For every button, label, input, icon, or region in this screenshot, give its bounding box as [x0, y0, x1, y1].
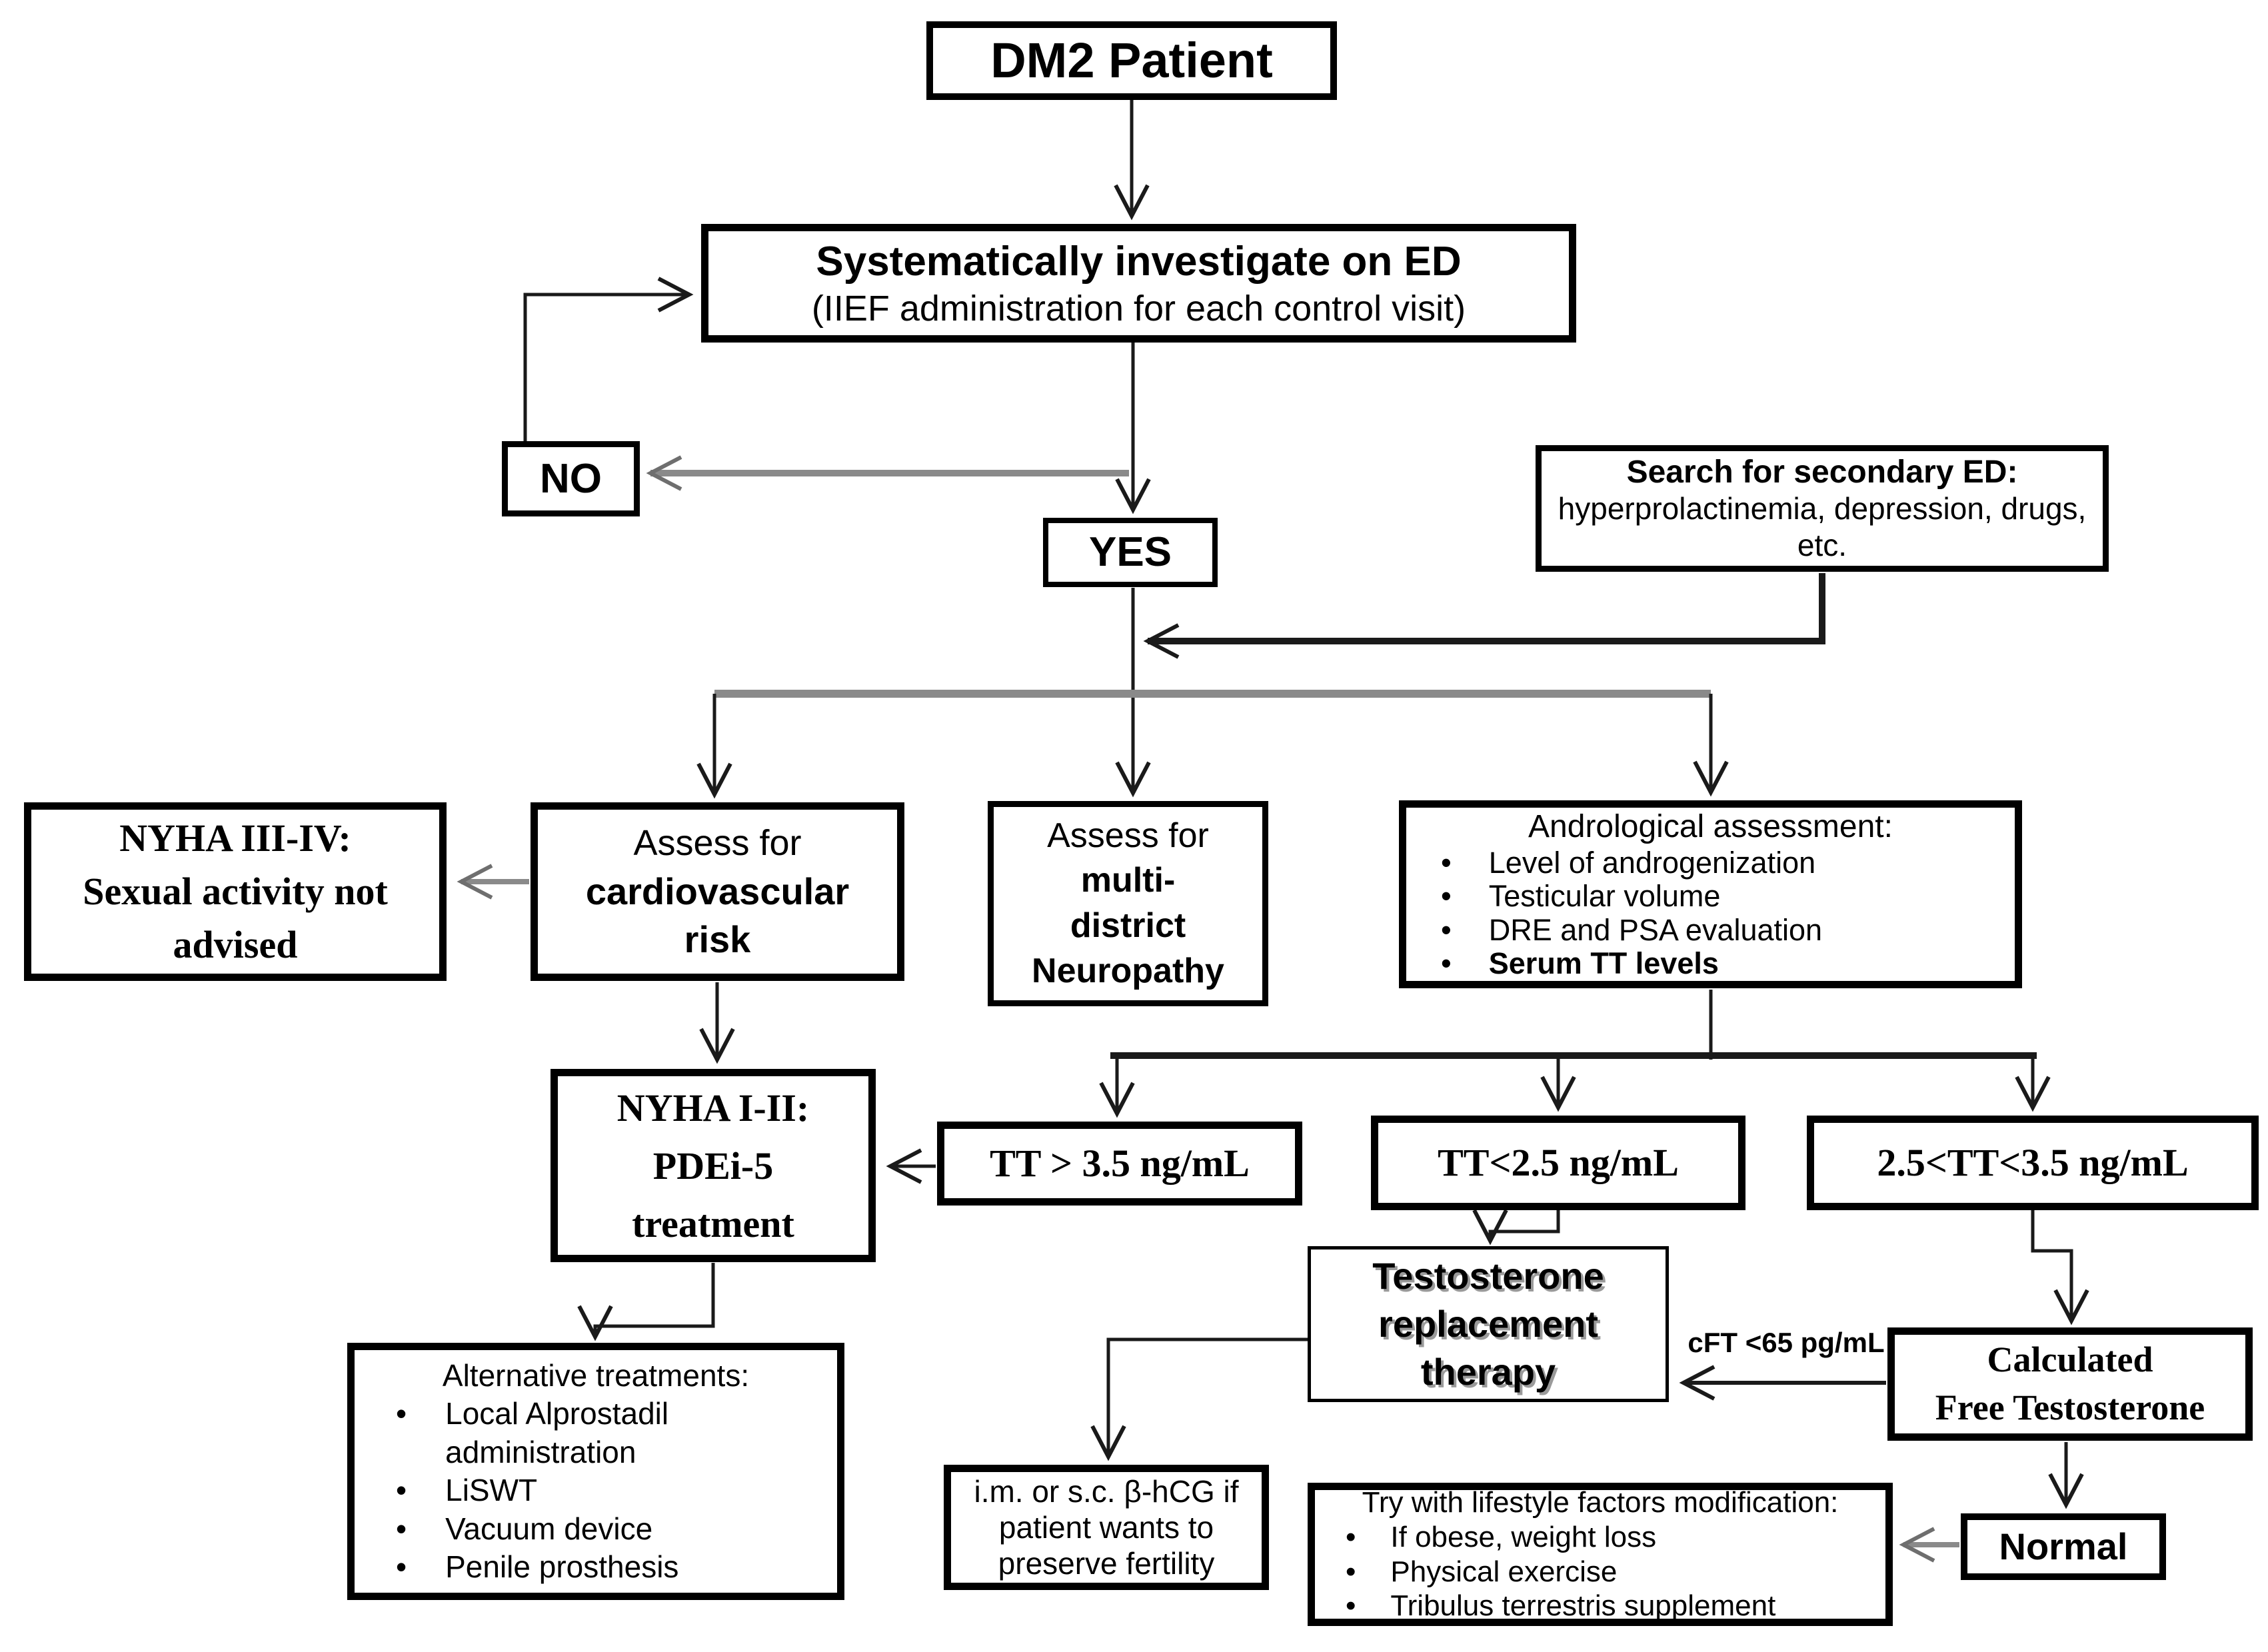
investigate-line2: (IIEF administration for each control vi…: [811, 289, 1466, 329]
list-item: DRE and PSA evaluation: [1441, 912, 1823, 947]
node-investigate-ed: Systematically investigate on ED (IIEF a…: [701, 224, 1576, 343]
node-calculated-ft: Calculated Free Testosterone: [1887, 1327, 2253, 1441]
tt-high-label: TT > 3.5 ng/mL: [990, 1141, 1250, 1185]
node-no: NO: [502, 441, 640, 516]
trt-line3: therapy: [1420, 1350, 1556, 1393]
node-normal: Normal: [1961, 1513, 2166, 1580]
node-alternative-treatments: Alternative treatments: Local Alprostadi…: [347, 1343, 844, 1600]
node-bhcg: i.m. or s.c. β-hCG if patient wants to p…: [944, 1465, 1269, 1590]
edge-label-cft: cFT <65 pg/mL: [1688, 1326, 1885, 1358]
list-item: Physical exercise: [1346, 1555, 1617, 1589]
neuropathy-line4: Neuropathy: [1032, 951, 1224, 990]
tt-mid-label: 2.5<TT<3.5 ng/mL: [1877, 1140, 2189, 1184]
node-dm2-patient-label: DM2 Patient: [990, 32, 1273, 88]
node-andrological-assessment: Andrological assessment: Level of androg…: [1399, 800, 2022, 988]
arrow-secondary-to-main: [1143, 573, 1825, 659]
alternative-list: Local Alprostadil administration LiSWT V…: [355, 1395, 837, 1587]
list-item: Local Alprostadil administration: [396, 1395, 810, 1471]
list-item: Penile prosthesis: [396, 1548, 678, 1587]
secondary-ed-line3: etc.: [1797, 527, 1847, 562]
node-tt-low: TT<2.5 ng/mL: [1371, 1116, 1745, 1210]
andrological-item-3: DRE and PSA evaluation: [1488, 912, 1823, 947]
list-item: Vacuum device: [396, 1510, 652, 1549]
andrological-list: Level of androgenization Testicular volu…: [1406, 846, 2015, 981]
neuropathy-line1: Assess for: [1047, 816, 1209, 855]
trt-line2: replacement: [1378, 1303, 1598, 1345]
calc-ft-line2: Free Testosterone: [1935, 1387, 2205, 1427]
node-neuropathy: Assess for multi- district Neuropathy: [988, 801, 1268, 1006]
bhcg-line2: patient wants to: [998, 1509, 1214, 1545]
trt-line1: Testosterone: [1372, 1255, 1604, 1297]
arrow-ttlow-to-trt: [1472, 1209, 1560, 1245]
node-yes-label: YES: [1088, 529, 1172, 576]
arrow-trt-to-bhcg: [1090, 1337, 1308, 1461]
node-yes: YES: [1043, 518, 1218, 587]
alternative-item-1: Local Alprostadil administration: [445, 1396, 669, 1469]
list-item: LiSWT: [396, 1471, 537, 1510]
node-tt-high: TT > 3.5 ng/mL: [937, 1122, 1302, 1206]
node-dm2-patient: DM2 Patient: [926, 21, 1337, 100]
cv-risk-line3: risk: [684, 918, 751, 960]
node-tt-mid: 2.5<TT<3.5 ng/mL: [1807, 1116, 2259, 1210]
calc-ft-line1: Calculated: [1987, 1339, 2153, 1380]
node-nyha-3-4: NYHA III-IV: Sexual activity not advised: [24, 802, 447, 981]
node-lifestyle: Try with lifestyle factors modification:…: [1308, 1483, 1893, 1626]
nyha12-line2: PDEi-5: [652, 1144, 774, 1188]
cv-risk-line2: cardiovascular: [585, 870, 850, 913]
bhcg-line3: preserve fertility: [998, 1546, 1215, 1581]
neuropathy-line3: district: [1070, 906, 1186, 945]
nyha12-line1: NYHA I-II:: [616, 1086, 810, 1130]
node-no-label: NO: [540, 455, 602, 502]
list-item: Tribulus terrestris supplement: [1346, 1589, 1775, 1623]
lifestyle-title: Try with lifestyle factors modification:: [1362, 1485, 1839, 1519]
tt-low-label: TT<2.5 ng/mL: [1438, 1140, 1679, 1184]
list-item: Level of androgenization: [1441, 846, 1815, 880]
nyha12-line3: treatment: [632, 1202, 794, 1245]
alternative-item-2: LiSWT: [445, 1473, 538, 1507]
andrological-item-1: Level of androgenization: [1488, 846, 1816, 880]
lifestyle-item-3: Tribulus terrestris supplement: [1390, 1589, 1776, 1623]
nyha34-line1: NYHA III-IV:: [119, 816, 351, 860]
andrological-item-2: Testicular volume: [1488, 879, 1721, 914]
nyha34-line3: advised: [173, 923, 298, 967]
investigate-line1: Systematically investigate on ED: [816, 238, 1462, 285]
list-item: Testicular volume: [1441, 879, 1721, 914]
list-item: If obese, weight loss: [1346, 1520, 1656, 1555]
andrological-item-4: Serum TT levels: [1488, 946, 1719, 981]
arrow-ttmid-to-calcft: [2031, 1210, 2089, 1325]
cv-risk-line1: Assess for: [633, 823, 802, 864]
lifestyle-list: If obese, weight loss Physical exercise …: [1315, 1520, 1885, 1624]
nyha34-line2: Sexual activity not: [83, 869, 388, 913]
node-normal-label: Normal: [1999, 1525, 2128, 1568]
lifestyle-item-1: If obese, weight loss: [1390, 1520, 1657, 1553]
node-trt: Testosterone replacement therapy: [1308, 1246, 1669, 1402]
alternative-item-3: Vacuum device: [445, 1511, 653, 1546]
list-item: Serum TT levels: [1441, 946, 1719, 981]
bhcg-line1: i.m. or s.c. β-hCG if: [974, 1473, 1239, 1509]
node-cv-risk: Assess for cardiovascular risk: [531, 802, 904, 981]
lifestyle-item-2: Physical exercise: [1390, 1555, 1618, 1588]
neuropathy-line2: multi-: [1080, 861, 1176, 900]
arrow-no-loop-to-investigate: [523, 277, 694, 442]
alternative-title: Alternative treatments:: [442, 1357, 750, 1393]
node-nyha-1-2: NYHA I-II: PDEi-5 treatment: [551, 1069, 876, 1262]
secondary-ed-line1: Search for secondary ED:: [1626, 454, 2018, 490]
secondary-ed-line2: hyperprolactinemia, depression, drugs,: [1558, 491, 2087, 526]
andrological-title: Andrological assessment:: [1528, 809, 1893, 845]
alternative-item-4: Penile prosthesis: [445, 1549, 679, 1584]
node-secondary-ed: Search for secondary ED: hyperprolactine…: [1536, 445, 2109, 572]
arrow-nyha12-to-alternative: [577, 1263, 715, 1341]
